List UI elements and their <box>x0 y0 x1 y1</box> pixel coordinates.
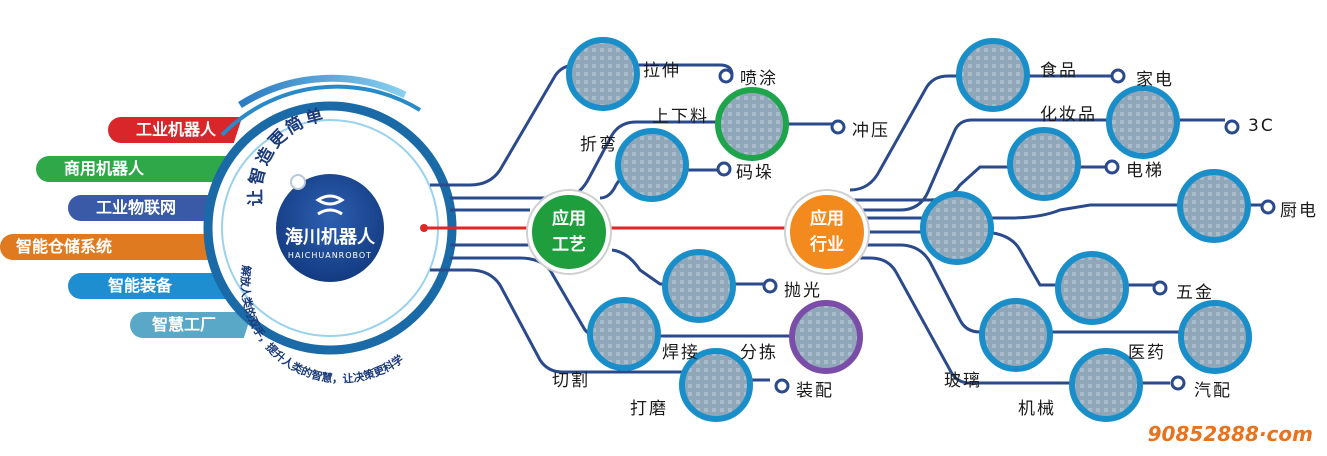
label-polishing[interactable]: 抛光 <box>784 281 822 301</box>
label-cosmetics[interactable]: 化妆品 <box>1040 105 1097 125</box>
menu-item-equipment[interactable]: 智能装备 <box>68 273 228 299</box>
hub-industry-line2: 行业 <box>810 235 844 255</box>
label-cutting[interactable]: 切割 <box>552 371 590 391</box>
label-loading[interactable]: 上下料 <box>652 107 709 127</box>
menu-item-industrial-robot[interactable]: 工业机器人 <box>108 117 230 143</box>
label-3c[interactable]: 3C <box>1248 116 1275 136</box>
label-stamping[interactable]: 冲压 <box>852 121 890 141</box>
hub-process[interactable]: 应用 工艺 <box>528 191 610 273</box>
label-welding[interactable]: 焊接 <box>662 343 700 363</box>
label-grinding[interactable]: 打磨 <box>630 399 668 419</box>
label-spray[interactable]: 喷涂 <box>740 69 778 89</box>
hub-industry-line1: 应用 <box>810 209 844 229</box>
label-bending[interactable]: 折弯 <box>580 135 618 155</box>
label-palletizing[interactable]: 码垛 <box>736 163 774 183</box>
label-glass[interactable]: 玻璃 <box>944 371 982 391</box>
label-auto[interactable]: 汽配 <box>1194 381 1232 401</box>
label-hardware[interactable]: 五金 <box>1176 283 1214 303</box>
center-ring <box>203 74 457 355</box>
watermark: 90852888·com <box>1147 422 1313 446</box>
menu-item-smart-factory[interactable]: 智慧工厂 <box>130 312 240 338</box>
menu-item-iot[interactable]: 工业物联网 <box>68 195 220 221</box>
label-elevator[interactable]: 电梯 <box>1126 161 1164 181</box>
label-food[interactable]: 食品 <box>1040 61 1078 81</box>
hub-process-line2: 工艺 <box>552 235 586 255</box>
endpoint-dots <box>716 68 1276 394</box>
logo-en: HAICHUANROBOT <box>288 251 372 260</box>
label-medical[interactable]: 医药 <box>1128 343 1166 363</box>
industry-photos <box>920 38 1252 422</box>
label-sorting[interactable]: 分拣 <box>740 343 778 363</box>
label-machinery[interactable]: 机械 <box>1018 399 1056 419</box>
label-appliance[interactable]: 家电 <box>1136 70 1174 90</box>
label-assembly[interactable]: 装配 <box>796 381 834 401</box>
logo-cn: 海川机器人 <box>285 226 376 248</box>
label-kitchen[interactable]: 厨电 <box>1280 201 1318 221</box>
hub-process-line1: 应用 <box>552 209 586 229</box>
hub-industry[interactable]: 应用 行业 <box>786 191 868 273</box>
label-stretch[interactable]: 拉伸 <box>643 61 681 81</box>
process-photos <box>566 37 863 422</box>
menu-item-commercial-robot[interactable]: 商用机器人 <box>36 156 222 182</box>
axis-start-dot <box>420 224 428 232</box>
menu-item-warehouse[interactable]: 智能仓储系统 <box>0 234 218 260</box>
